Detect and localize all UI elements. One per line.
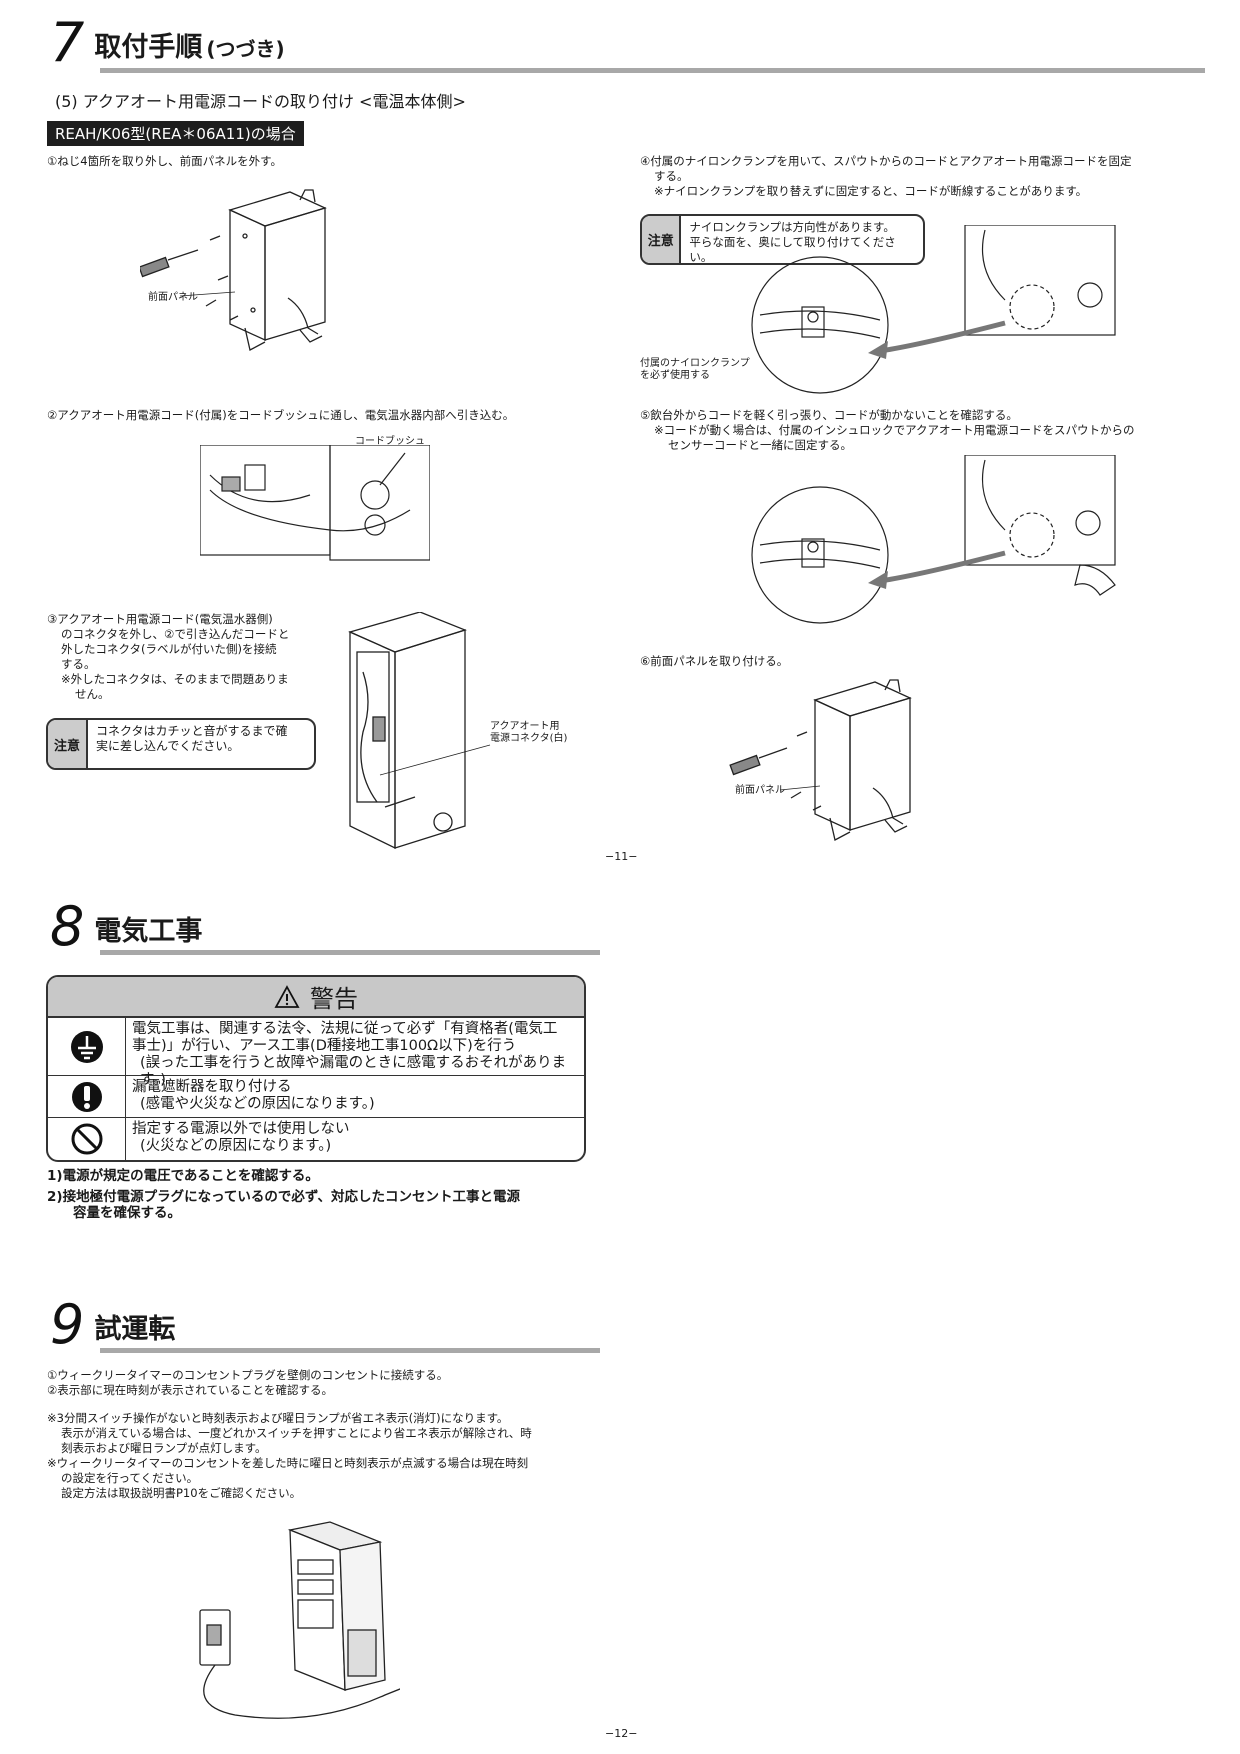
- page-number-11: −11−: [605, 850, 638, 863]
- section9-number: 9: [50, 1293, 84, 1356]
- section9-note: 設定方法は取扱説明書P10をご確認ください。: [61, 1486, 302, 1500]
- section9-note: ※ウィークリータイマーのコンセントを差した時に曜日と時刻表示が点滅する場合は現在…: [47, 1456, 529, 1470]
- front-panel-label-2: 前面パネル: [735, 785, 785, 796]
- weekly-timer-illustration: [199, 1521, 400, 1719]
- nylon-clamp-label: 付属のナイロンクランプ を必ず使用する: [640, 358, 750, 382]
- warning-line: (感電や火災などの原因になります。): [140, 1096, 375, 1112]
- step2-illustration: [200, 445, 430, 561]
- connector-label: アクアオート用 電源コネクタ(白): [490, 721, 567, 745]
- caution-box-2: 注意 ナイロンクランプは方向性があります。 平らな面を、奥にして取り付けてくださ…: [640, 214, 925, 265]
- exclamation-icon: [71, 1081, 102, 1112]
- section8-title: 電気工事: [94, 916, 203, 947]
- section9-steps: ①ウィークリータイマーのコンセントプラグを壁側のコンセントに接続する。 ②表示部…: [47, 1368, 448, 1398]
- caution-line: 平らな面を、奥にして取り付けてください。: [689, 235, 896, 264]
- step2-text: ②アクアオート用電源コード(付属)をコードブッシュに通し、電気温水器内部へ引き込…: [47, 408, 515, 422]
- warning-line: 事士)」が行い、アース工事(D種接地工事100Ω以下)を行う: [132, 1038, 517, 1054]
- caution-text-1: コネクタはカチッと音がするまで確 実に差し込んでください。: [88, 720, 296, 768]
- section7-title: 取付手順: [94, 32, 203, 63]
- section9-title: 試運転: [94, 1314, 176, 1345]
- warning-row: 電気工事は、関連する法令、法規に従って必ず「有資格者(電気工 事士)」が行い、ア…: [48, 1018, 584, 1088]
- warning-line: 漏電遮断器を取り付ける: [132, 1079, 292, 1095]
- section8-item: 容量を確保する。: [73, 1205, 181, 1221]
- caution-label-1: 注意: [48, 720, 88, 768]
- connector-label-line: 電源コネクタ(白): [490, 733, 568, 744]
- model-bar: REAH/K06型(REA＊06A11)の場合: [47, 121, 304, 146]
- section8-header: 8 電気工事: [50, 895, 203, 958]
- section7-rule: [100, 68, 1205, 73]
- step5-block: ⑤飲台外からコードを軽く引っ張り、コードが動かないことを確認する。 ※コードが動…: [640, 408, 1210, 453]
- step4-block: ④付属のナイロンクランプを用いて、スパウトからのコードとアクアオート用電源コード…: [640, 154, 1210, 199]
- connector-label-line: アクアオート用: [490, 721, 560, 732]
- step1-text: ①ねじ4箇所を取り外し、前面パネルを外す。: [47, 154, 282, 168]
- nylon-label-line: 付属のナイロンクランプ: [640, 358, 750, 369]
- warning-text: 電気工事は、関連する法令、法規に従って必ず「有資格者(電気工 事士)」が行い、ア…: [126, 1018, 584, 1088]
- section8-rule: [100, 950, 600, 955]
- warning-row: 漏電遮断器を取り付ける (感電や火災などの原因になります。): [48, 1076, 584, 1118]
- step3-block: ③アクアオート用電源コード(電気温水器側) のコネクタを外し、②で引き込んだコー…: [47, 612, 332, 702]
- warning-line: 電気工事は、関連する法令、法規に従って必ず「有資格者(電気工: [132, 1021, 558, 1037]
- prohibition-icon: [71, 1123, 102, 1155]
- step3-note-line: せん。: [75, 687, 110, 701]
- warning-text: 指定する電源以外では使用しない (火災などの原因になります。): [126, 1118, 584, 1160]
- step4-illustration: [751, 225, 1116, 394]
- nylon-label-line: を必ず使用する: [640, 370, 710, 381]
- caution-box-1: 注意 コネクタはカチッと音がするまで確 実に差し込んでください。: [46, 718, 316, 770]
- section9-step: ②表示部に現在時刻が表示されていることを確認する。: [47, 1383, 333, 1397]
- warning-triangle-icon: [274, 984, 300, 1008]
- step5-line: ⑤飲台外からコードを軽く引っ張り、コードが動かないことを確認する。: [640, 408, 1018, 422]
- step3-note-line: ※外したコネクタは、そのままで問題ありま: [61, 672, 289, 686]
- section9-header: 9 試運転: [50, 1293, 176, 1356]
- front-panel-label-1: 前面パネル: [148, 292, 198, 303]
- warning-title: 警告: [310, 985, 358, 1013]
- section7-header: 7 取付手順 (つづき): [50, 11, 285, 74]
- section8-item: 1)電源が規定の電圧であることを確認する。: [47, 1168, 319, 1184]
- section9-note: 刻表示および曜日ランプが点灯します。: [61, 1441, 267, 1455]
- section8-item: 2)接地極付電源プラグになっているので必ず、対応したコンセント工事と電源: [47, 1189, 520, 1205]
- section7-subheading: (5) アクアオート用電源コードの取り付け <電温本体側>: [55, 92, 466, 111]
- section8-number: 8: [50, 895, 84, 958]
- warning-line: (火災などの原因になります。): [140, 1138, 332, 1154]
- section9-notes: ※3分間スイッチ操作がないと時刻表示および曜日ランプが省エネ表示(消灯)になりま…: [47, 1411, 597, 1501]
- section9-note: 表示が消えている場合は、一度どれかスイッチを押すことにより省エネ表示が解除され、…: [61, 1426, 532, 1440]
- step3-line: 外したコネクタ(ラベルが付いた側)を接続: [61, 642, 277, 656]
- warning-header: 警告: [48, 977, 584, 1018]
- step1-illustration: [140, 189, 327, 351]
- step3-line: のコネクタを外し、②で引き込んだコードと: [61, 627, 290, 641]
- warning-icon-cell: [48, 1076, 126, 1117]
- section8-list: 1)電源が規定の電圧であることを確認する。 2)接地極付電源プラグになっているの…: [47, 1168, 592, 1221]
- code-bush-label: コードブッシュ: [355, 436, 425, 447]
- caution-line: コネクタはカチッと音がするまで確: [96, 724, 288, 738]
- warning-row: 指定する電源以外では使用しない (火災などの原因になります。): [48, 1118, 584, 1160]
- step4-line: する。: [654, 169, 689, 183]
- section9-note: の設定を行ってください。: [61, 1471, 199, 1485]
- step6-text: ⑥前面パネルを取り付ける。: [640, 654, 789, 668]
- step3-line: ③アクアオート用電源コード(電気温水器側): [47, 612, 273, 626]
- step6-illustration: [729, 679, 912, 841]
- caution-line: ナイロンクランプは方向性があります。: [689, 220, 895, 234]
- warning-box: 警告 電気工事は、関連する法令、法規に従って必ず「有資格者(電気工 事士)」が行…: [46, 975, 586, 1162]
- warning-line: 指定する電源以外では使用しない: [132, 1121, 350, 1137]
- step5-illustration: [751, 455, 1116, 624]
- step4-note: ※ナイロンクランプを取り替えずに固定すると、コードが断線することがあります。: [654, 184, 1088, 198]
- ground-icon: [70, 1030, 103, 1063]
- warning-icon-cell: [48, 1118, 126, 1160]
- section9-note: ※3分間スイッチ操作がないと時刻表示および曜日ランプが省エネ表示(消灯)になりま…: [47, 1411, 509, 1425]
- section7-subtitle: (つづき): [206, 37, 285, 61]
- warning-line: (誤った工事を行うと故障や漏電のときに感電するおそれがあります。): [140, 1055, 567, 1088]
- section9-step: ①ウィークリータイマーのコンセントプラグを壁側のコンセントに接続する。: [47, 1368, 449, 1382]
- step3-illustration: [348, 612, 467, 850]
- section7-number: 7: [50, 11, 84, 74]
- warning-text: 漏電遮断器を取り付ける (感電や火災などの原因になります。): [126, 1076, 584, 1117]
- caution-label-2: 注意: [642, 216, 682, 263]
- caution-text-2: ナイロンクランプは方向性があります。 平らな面を、奥にして取り付けてください。: [681, 216, 923, 263]
- step3-line: する。: [61, 657, 96, 671]
- step5-note-line: センサーコードと一緒に固定する。: [668, 438, 852, 452]
- step4-line: ④付属のナイロンクランプを用いて、スパウトからのコードとアクアオート用電源コード…: [640, 154, 1132, 168]
- warning-icon-cell: [48, 1018, 126, 1075]
- caution-line: 実に差し込んでください。: [96, 739, 240, 753]
- section9-rule: [100, 1348, 600, 1353]
- page-number-12: −12−: [605, 1727, 638, 1740]
- step5-note-line: ※コードが動く場合は、付属のインシュロックでアクアオート用電源コードをスパウトか…: [654, 423, 1135, 437]
- connector-leader-line: [379, 744, 491, 776]
